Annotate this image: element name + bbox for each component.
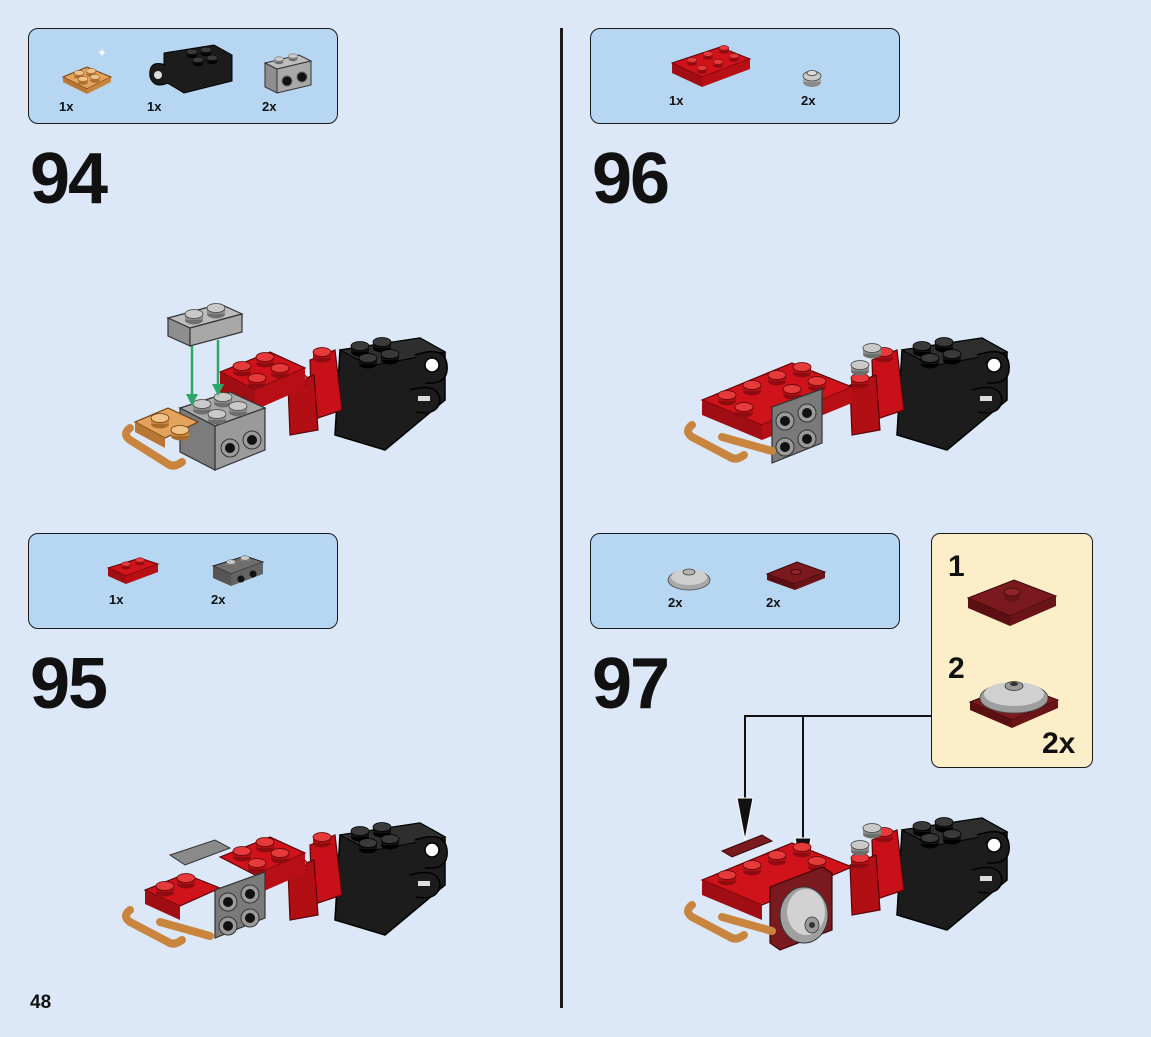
tan-plate-2x2-with-bar-icon: ✦ (57, 47, 117, 97)
dark-red-plate-2x2-icon (962, 572, 1062, 632)
grey-dish-2x2-icon (665, 562, 713, 594)
parts-box-step-97: 2x 2x (590, 533, 900, 629)
column-divider (560, 28, 563, 1008)
assembly-step-95 (120, 810, 450, 960)
part-qty: 1x (147, 99, 161, 114)
red-plate-1x2-icon (104, 554, 162, 590)
subassembly-callout: 1 2 2x (931, 533, 1093, 768)
part-qty: 2x (668, 595, 682, 610)
dark-red-plate-2x2-with-stud-icon (763, 556, 829, 596)
part-qty: 1x (59, 99, 73, 114)
part-qty: 2x (211, 592, 225, 607)
part-qty: 2x (262, 99, 276, 114)
step-number: 94 (30, 143, 106, 215)
subassembly-qty: 2x (1042, 727, 1075, 761)
part-qty: 2x (766, 595, 780, 610)
assembly-step-97 (682, 815, 1012, 975)
red-plate-2x3-icon (666, 41, 756, 93)
parts-box-step-96: 1x 2x (590, 28, 900, 124)
step-number: 95 (30, 648, 106, 720)
part-qty: 1x (109, 592, 123, 607)
step-number: 97 (592, 648, 668, 720)
dish-on-plate-icon (966, 670, 1066, 734)
grey-bracket-1x2-icon (259, 49, 315, 97)
parts-box-step-95: 1x 2x (28, 533, 338, 629)
substep-number: 2 (948, 652, 965, 686)
black-bracket-with-clip-icon (144, 41, 236, 99)
assembly-step-96 (682, 325, 1012, 485)
step-number: 96 (592, 143, 668, 215)
part-qty: 1x (669, 93, 683, 108)
part-qty: 2x (801, 93, 815, 108)
dark-grey-bracket-1x2-icon (209, 552, 267, 592)
parts-box-step-94: ✦ 1x 1x 2x (28, 28, 338, 124)
assembly-step-94 (120, 300, 450, 480)
page-number: 48 (30, 992, 51, 1014)
svg-text:✦: ✦ (97, 47, 107, 60)
grey-round-plate-1x1-icon (799, 65, 825, 91)
